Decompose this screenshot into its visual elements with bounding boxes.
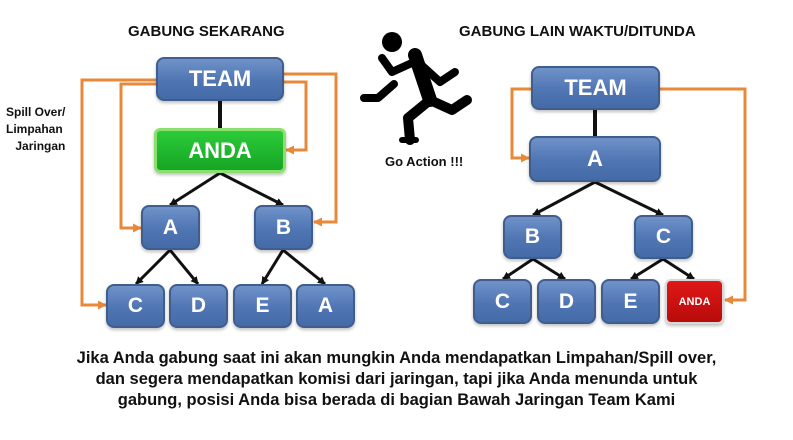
left-a-to-c-arrow — [134, 248, 172, 286]
right-anda-node: ANDA — [665, 279, 724, 324]
left-anda-to-b-arrow — [219, 171, 284, 207]
left-a-to-d-arrow — [168, 249, 200, 285]
right-node-d: D — [537, 279, 596, 324]
right-node-b: B — [503, 215, 562, 259]
spill-arrow-inner-left — [119, 82, 156, 233]
caption-line-1: Jika Anda gabung saat ini akan mungkin A… — [76, 349, 717, 367]
right-spill-arrow-left — [510, 87, 531, 163]
caption-text: Jika Anda gabung saat ini akan mungkin A… — [10, 348, 783, 411]
right-node-c2: C — [473, 279, 532, 324]
right-node-c: C — [634, 215, 693, 259]
left-b-to-a-arrow — [282, 248, 326, 286]
spill-label-line-2: Limpahan — [6, 122, 63, 136]
right-b-to-c-arrow — [502, 257, 534, 281]
left-anda-node: ANDA — [154, 128, 286, 173]
spill-label-line-1: Spill Over/ — [6, 105, 66, 119]
left-b-to-e-arrow — [260, 249, 285, 285]
right-c-to-anda-arrow — [662, 257, 695, 281]
spill-arrow-outer-left — [80, 78, 156, 310]
spill-arrow-outer-right — [284, 72, 338, 227]
spill-arrow-inner-right — [284, 80, 308, 155]
left-node-a2: A — [296, 284, 355, 328]
spill-label-line-3: Jaringan — [15, 139, 66, 153]
right-node-a: A — [529, 136, 661, 182]
caption-line-2: dan segera mendapatkan komisi dari jarin… — [95, 370, 698, 388]
right-b-to-d-arrow — [532, 257, 566, 281]
caption-line-3: gabung, posisi Anda bisa berada di bagia… — [117, 391, 676, 409]
right-node-e: E — [601, 279, 660, 324]
left-node-c: C — [106, 284, 165, 328]
left-title: GABUNG SEKARANG — [128, 23, 285, 40]
go-action-label: Go Action !!! — [385, 154, 464, 169]
right-a-to-c-arrow — [594, 180, 664, 217]
right-c-to-e-arrow — [630, 257, 664, 281]
spill-over-label: Spill Over/ Limpahan Jaringan — [6, 104, 65, 155]
left-node-a: A — [141, 205, 200, 250]
left-team-node: TEAM — [156, 57, 284, 101]
running-man-icon — [360, 32, 472, 145]
right-a-to-b-arrow — [532, 180, 596, 217]
left-node-b: B — [254, 205, 313, 250]
left-node-e: E — [233, 284, 292, 328]
right-spill-arrow-right — [660, 87, 747, 305]
left-anda-to-a-arrow — [169, 171, 221, 207]
right-team-node: TEAM — [531, 66, 660, 110]
left-node-d: D — [169, 284, 228, 328]
right-title: GABUNG LAIN WAKTU/DITUNDA — [459, 23, 696, 40]
